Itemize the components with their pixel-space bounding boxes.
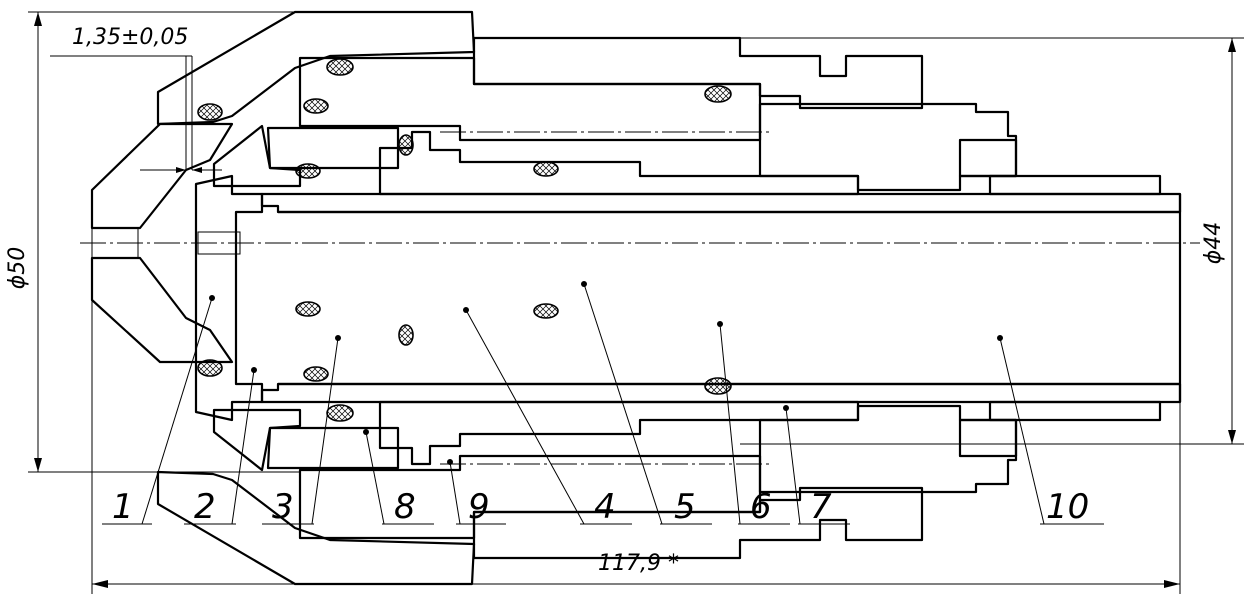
centre-lines — [80, 131, 1200, 465]
part-5-tube — [260, 192, 1182, 404]
overall-length-label: 117,9 * — [598, 551, 679, 576]
callout-9: 9 — [468, 487, 490, 527]
callout-5: 5 — [674, 487, 696, 527]
callout-7: 7 — [810, 487, 832, 527]
dimension-overall-length: 117,9 * — [91, 300, 1181, 594]
gap-dimension-label: 1,35±0,05 — [72, 25, 188, 50]
callout-labels: 1 2 3 8 9 4 5 6 7 10 — [102, 487, 1104, 527]
callout-3: 3 — [272, 487, 294, 527]
dimension-bore-diameter: ϕ44 — [740, 37, 1244, 445]
callout-dots — [209, 281, 1003, 465]
callout-4: 4 — [594, 487, 616, 527]
part-8-inner-sleeve — [298, 56, 762, 540]
part-7-body — [472, 36, 924, 560]
callout-leaders — [141, 283, 1045, 525]
callout-8: 8 — [394, 487, 416, 527]
dimension-gap: 1,35±0,05 — [50, 25, 222, 173]
o-rings — [197, 58, 732, 422]
dimension-outer-diameter: ϕ50 — [5, 11, 300, 473]
part-3-insulator — [266, 126, 400, 470]
callout-1: 1 — [112, 487, 134, 527]
callout-2: 2 — [194, 487, 216, 527]
callout-10: 10 — [1046, 487, 1089, 527]
part-10-nut — [958, 138, 1162, 458]
part-6-sleeve — [758, 102, 1018, 494]
bore-diameter-label: ϕ44 — [1201, 222, 1226, 265]
callout-6: 6 — [750, 487, 772, 527]
outer-diameter-label: ϕ50 — [5, 247, 30, 290]
